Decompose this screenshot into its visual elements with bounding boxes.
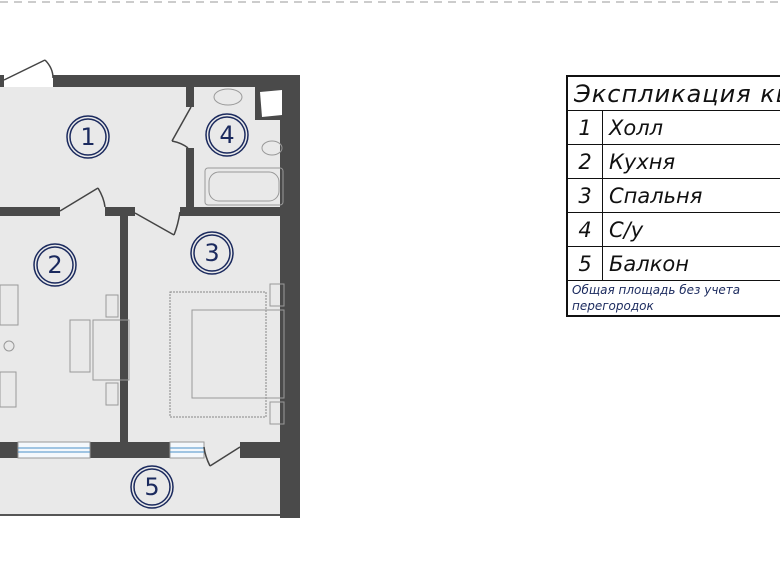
walls xyxy=(0,75,300,518)
legend-note: Общая площадь без учета перегородок xyxy=(566,280,780,317)
room-label-1: 1 xyxy=(80,123,95,151)
room-label-5: 5 xyxy=(144,473,159,501)
windows xyxy=(17,441,205,459)
furniture xyxy=(0,88,285,425)
doors xyxy=(3,59,241,467)
legend-title: Экспликация кв xyxy=(566,75,780,111)
room-label-2: 2 xyxy=(47,251,62,279)
room-label-4: 4 xyxy=(219,121,234,149)
room-label-3: 3 xyxy=(204,239,219,267)
